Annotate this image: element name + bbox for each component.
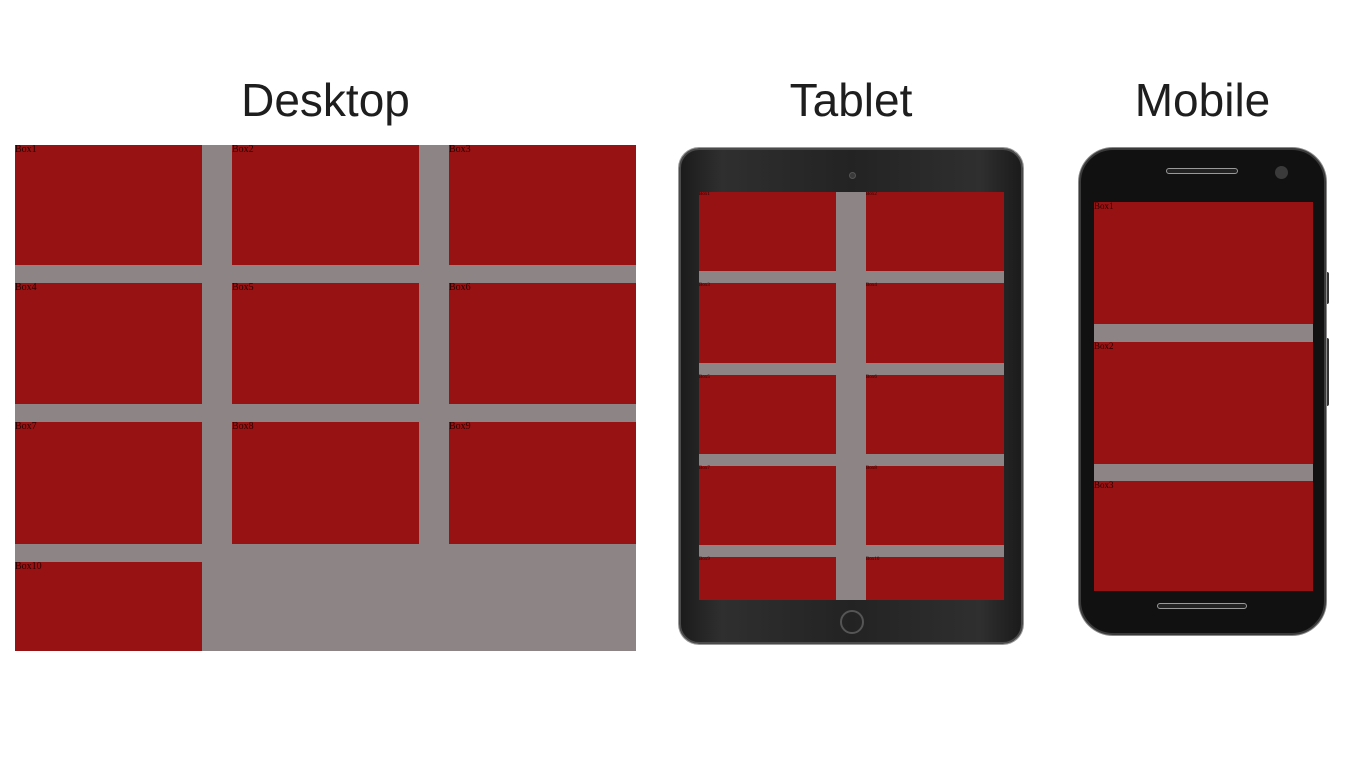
mobile-power-button [1325, 338, 1329, 406]
desktop-box-1: Box1 [15, 145, 202, 265]
tablet-box-2: Box2 [866, 192, 1004, 271]
tablet-device: Box1 Box2 Box3 Box4 Box5 Box6 Box7 Box8 … [679, 148, 1023, 644]
desktop-box-8: Box8 [232, 422, 419, 544]
desktop-box-6: Box6 [449, 283, 636, 404]
desktop-box-4: Box4 [15, 283, 202, 404]
tablet-box-1: Box1 [699, 192, 836, 271]
mobile-box-1: Box1 [1094, 202, 1313, 324]
desktop-box-7: Box7 [15, 422, 202, 544]
mobile-screen: Box1 Box2 Box3 [1094, 202, 1313, 591]
tablet-camera-icon [849, 172, 856, 179]
mobile-box-3: Box3 [1094, 481, 1313, 591]
desktop-heading: Desktop [241, 74, 410, 126]
tablet-heading: Tablet [789, 74, 913, 126]
tablet-box-10: Box10 [866, 557, 1004, 600]
tablet-box-8: Box8 [866, 466, 1004, 545]
tablet-box-6: Box6 [866, 375, 1004, 454]
mobile-speaker-icon [1166, 168, 1238, 174]
tablet-box-7: Box7 [699, 466, 836, 545]
tablet-home-button-icon [840, 610, 864, 634]
mobile-device: Box1 Box2 Box3 [1079, 148, 1326, 635]
desktop-box-2: Box2 [232, 145, 419, 265]
mobile-box-2: Box2 [1094, 342, 1313, 464]
desktop-box-5: Box5 [232, 283, 419, 404]
tablet-box-5: Box5 [699, 375, 836, 454]
tablet-box-9: Box9 [699, 557, 836, 600]
mobile-volume-button [1325, 272, 1329, 304]
desktop-box-3: Box3 [449, 145, 636, 265]
desktop-preview: Box1 Box2 Box3 Box4 Box5 Box6 Box7 Box8 … [15, 145, 636, 651]
tablet-box-4: Box4 [866, 283, 1004, 363]
desktop-box-9: Box9 [449, 422, 636, 544]
mobile-bottom-speaker-icon [1157, 603, 1247, 609]
tablet-screen: Box1 Box2 Box3 Box4 Box5 Box6 Box7 Box8 … [699, 192, 1004, 600]
mobile-camera-icon [1275, 166, 1288, 179]
tablet-box-3: Box3 [699, 283, 836, 363]
mobile-heading: Mobile [1134, 74, 1271, 126]
desktop-box-10: Box10 [15, 562, 202, 651]
